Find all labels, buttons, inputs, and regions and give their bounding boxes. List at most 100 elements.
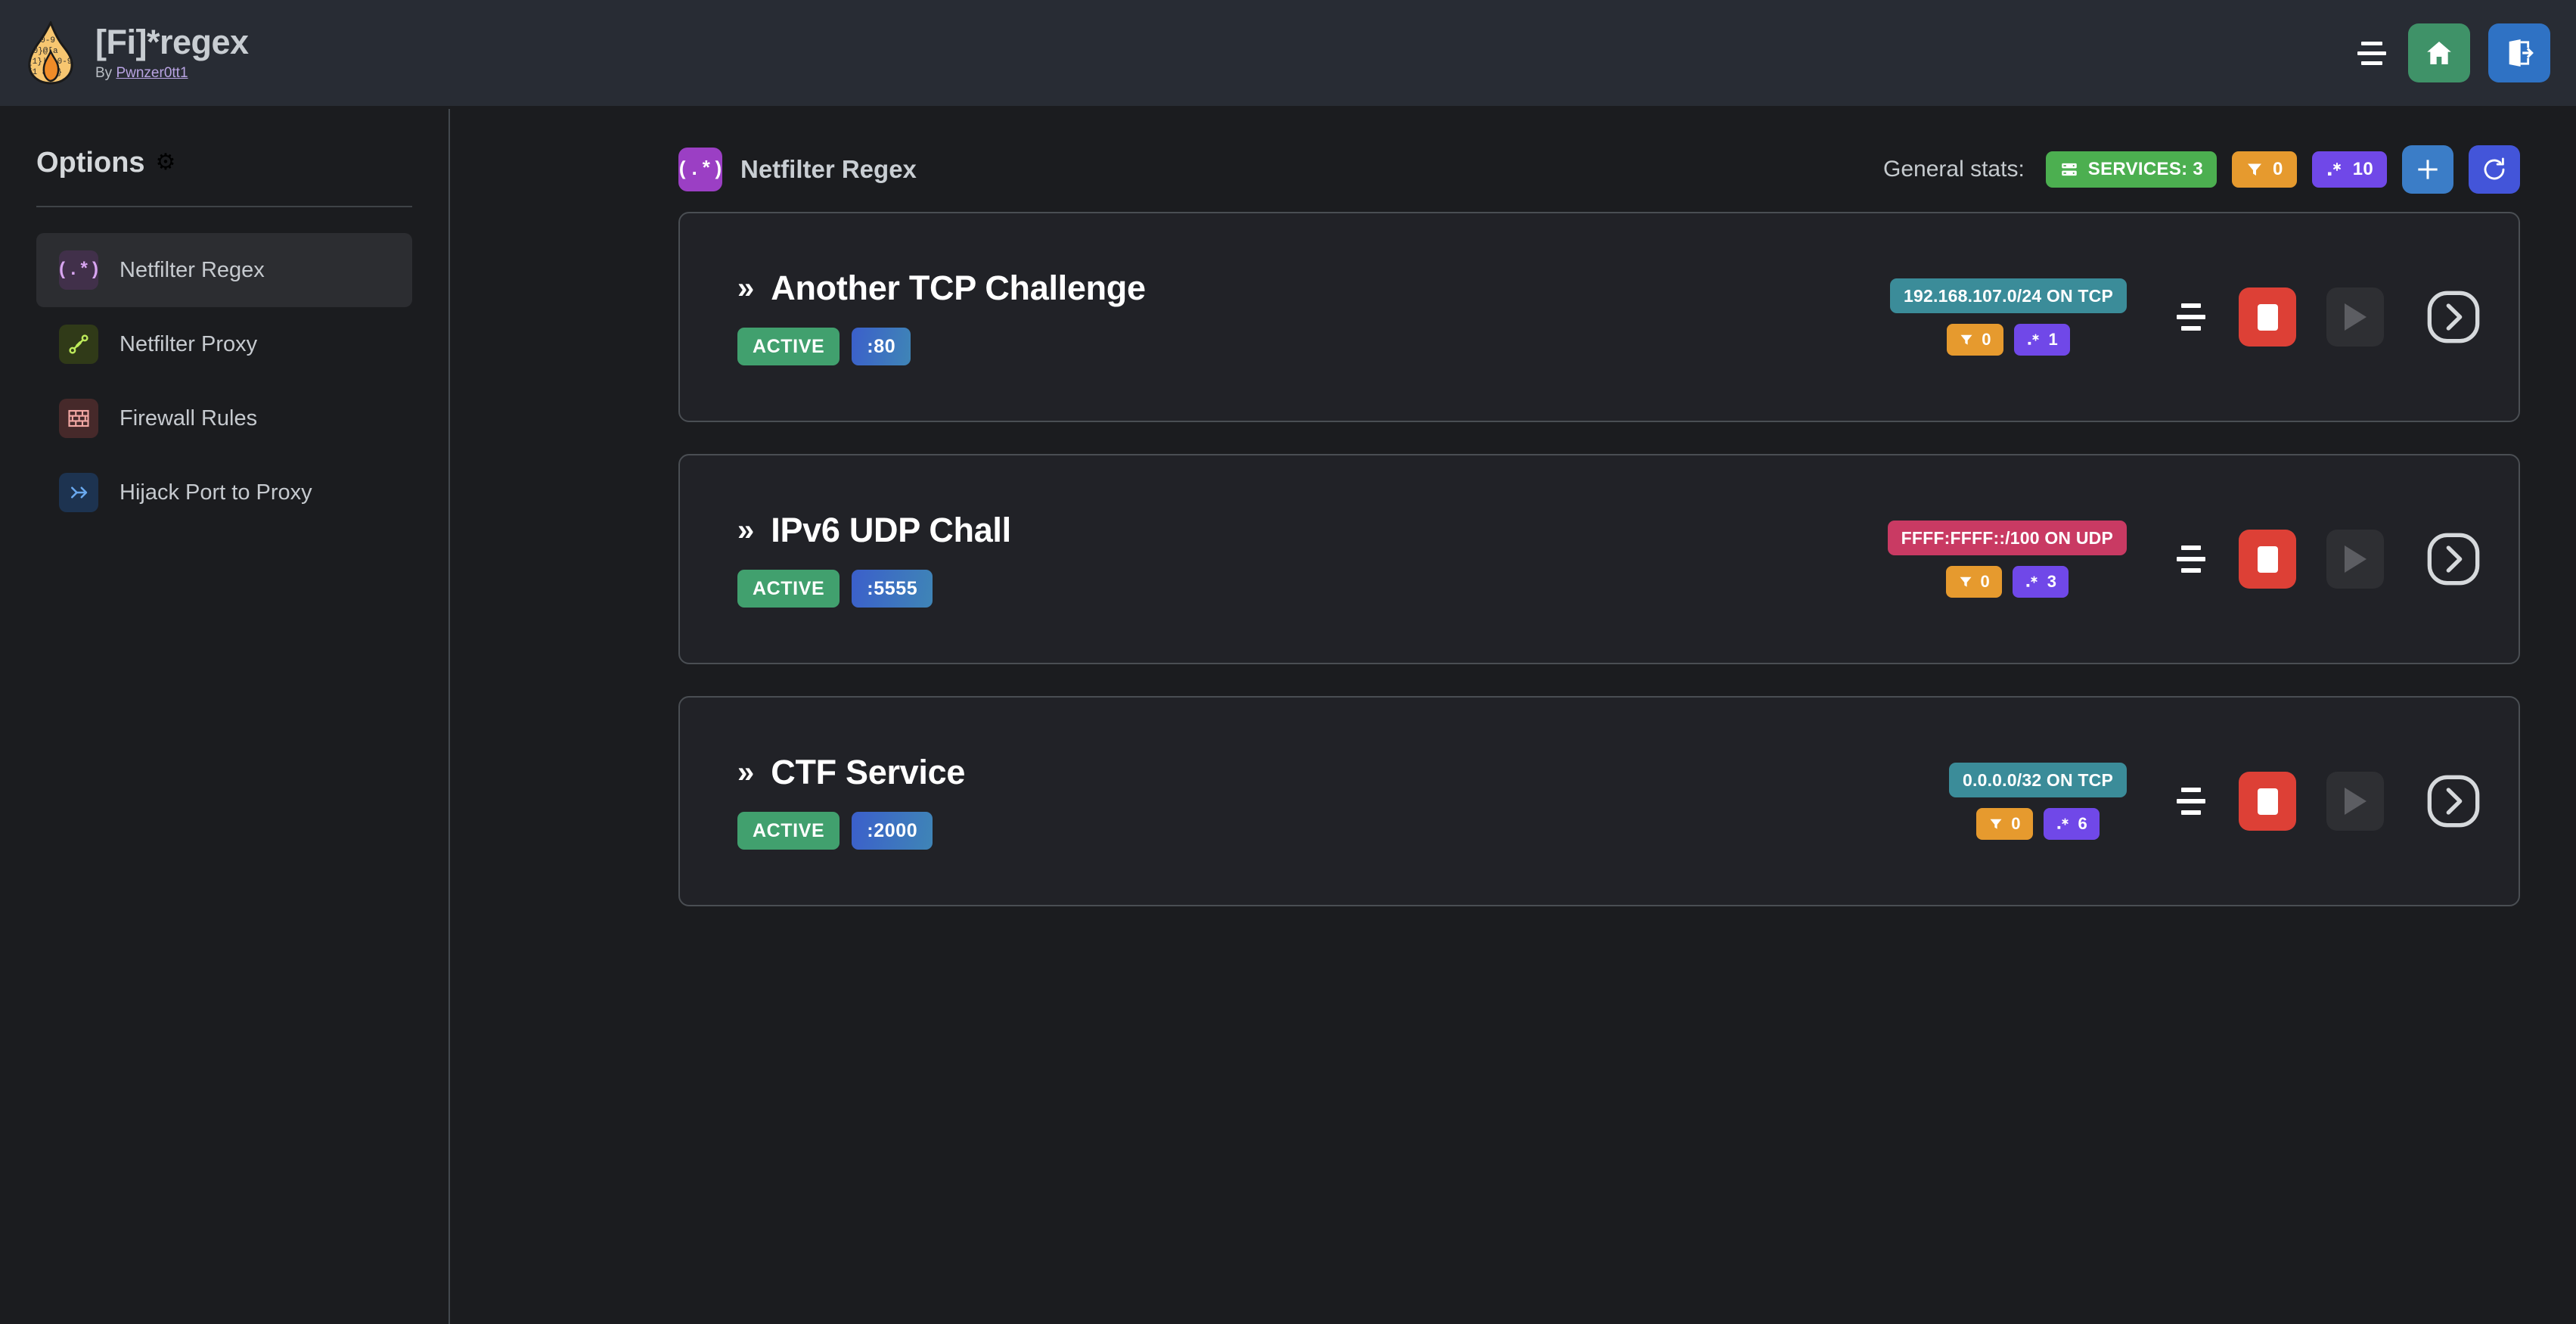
service-regexes-badge[interactable]: 3 [2012, 566, 2069, 598]
service-counters: 0 1 [1947, 324, 2070, 356]
regex-icon: (.*) [57, 250, 101, 290]
refresh-icon [2484, 157, 2505, 180]
service-card[interactable]: » Another TCP Challenge ACTIVE :80 192.1… [678, 212, 2520, 422]
app-title: [Fi]*regex [95, 23, 249, 62]
service-regexes-count: 6 [2078, 814, 2087, 833]
service-card-info: » Another TCP Challenge ACTIVE :80 [737, 269, 1146, 365]
logout-button[interactable] [2488, 23, 2550, 82]
stop-button[interactable] [2239, 287, 2296, 347]
sidebar-heading: Options [36, 146, 145, 179]
service-filters-count: 0 [2011, 814, 2021, 833]
sidebar-nav: (.*) Netfilter Regex Netfilter Proxy [0, 233, 448, 530]
service-filters-badge[interactable]: 0 [1947, 324, 2003, 356]
plus-icon [2418, 160, 2438, 179]
service-regexes-count: 3 [2047, 572, 2057, 591]
service-tags: ACTIVE :2000 [737, 812, 965, 850]
stop-button[interactable] [2239, 772, 2296, 831]
service-card-info: » CTF Service ACTIVE :2000 [737, 753, 965, 850]
service-card-controls: 0.0.0.0/32 ON TCP 0 [1949, 763, 2484, 840]
service-details-button[interactable] [2423, 529, 2484, 589]
service-title-row: » IPv6 UDP Chall [737, 511, 1011, 550]
service-regexes-count: 1 [2048, 330, 2058, 349]
proxy-plug-icon [59, 325, 98, 364]
service-network-info: 0.0.0.0/32 ON TCP 0 [1949, 763, 2127, 840]
chevron-right-icon [2427, 291, 2480, 343]
double-chevron-icon: » [737, 514, 755, 547]
sidebar-item-firewall-rules[interactable]: Firewall Rules [36, 381, 412, 455]
service-counters: 0 6 [1976, 808, 2100, 840]
author-prefix: By [95, 64, 113, 81]
home-button[interactable] [2408, 23, 2470, 82]
double-chevron-icon: » [737, 272, 755, 305]
regex-icon [2028, 334, 2039, 345]
stop-icon [2257, 545, 2278, 573]
filter-icon [1960, 577, 1972, 587]
general-stats-label: General stats: [1883, 157, 2025, 182]
status-badge: ACTIVE [737, 570, 840, 608]
svg-text:-z0-9: -z0-9 [30, 36, 55, 45]
service-card[interactable]: » IPv6 UDP Chall ACTIVE :5555 FFFF:FFFF:… [678, 454, 2520, 664]
sidebar-item-hijack-port-to-proxy[interactable]: Hijack Port to Proxy [36, 455, 412, 530]
gear-icon: ⚙ [155, 150, 176, 175]
service-filters-badge[interactable]: 0 [1945, 566, 2002, 598]
filter-icon [2248, 163, 2262, 176]
drag-handle-icon[interactable] [2174, 779, 2208, 824]
service-name: IPv6 UDP Chall [771, 511, 1011, 549]
sidebar-item-label: Firewall Rules [119, 406, 258, 430]
services-list: » Another TCP Challenge ACTIVE :80 192.1… [452, 212, 2576, 906]
service-details-button[interactable] [2423, 287, 2484, 347]
network-badge: 192.168.107.0/24 ON TCP [1890, 278, 2127, 313]
services-badge[interactable]: SERVICES: 3 [2045, 151, 2218, 188]
service-counters: 0 3 [1945, 566, 2069, 598]
service-regexes-badge[interactable]: 1 [2013, 324, 2070, 356]
service-name: Another TCP Challenge [771, 269, 1146, 307]
brick-wall-icon [59, 399, 98, 438]
service-name: CTF Service [771, 753, 966, 791]
stop-button[interactable] [2239, 530, 2296, 589]
port-badge: :5555 [852, 570, 933, 608]
service-title-row: » Another TCP Challenge [737, 269, 1146, 308]
filters-badge[interactable]: 0 [2232, 151, 2297, 188]
add-service-button[interactable] [2402, 145, 2453, 194]
page-title: Netfilter Regex [740, 155, 917, 183]
network-badge: FFFF:FFFF::/100 ON UDP [1887, 521, 2127, 555]
play-button [2326, 287, 2384, 347]
service-filters-badge[interactable]: 0 [1976, 808, 2033, 840]
server-icon [2062, 163, 2077, 176]
sidebar-header: Options ⚙ [0, 136, 448, 189]
service-filters-count: 0 [1982, 330, 1991, 349]
sidebar-item-label: Netfilter Proxy [119, 331, 258, 356]
service-regexes-badge[interactable]: 6 [2043, 808, 2100, 840]
play-button [2326, 530, 2384, 589]
status-badge: ACTIVE [737, 812, 840, 850]
stop-icon [2257, 303, 2278, 331]
service-network-info: 192.168.107.0/24 ON TCP 0 [1890, 278, 2127, 356]
service-card[interactable]: » CTF Service ACTIVE :2000 0.0.0.0/32 ON… [678, 696, 2520, 906]
sidebar-item-netfilter-regex[interactable]: (.*) Netfilter Regex [36, 233, 412, 307]
status-badge: ACTIVE [737, 328, 840, 365]
brand: -z0-9 20}@[a {1}|[.0-9] {1 a-z} [Fi]*reg… [0, 20, 249, 85]
sidebar-item-netfilter-proxy[interactable]: Netfilter Proxy [36, 307, 412, 381]
play-icon [2344, 303, 2367, 331]
service-tags: ACTIVE :80 [737, 328, 1146, 365]
services-badge-label: SERVICES: 3 [2087, 159, 2204, 179]
regexes-badge[interactable]: 10 [2311, 151, 2387, 188]
port-badge: :80 [852, 328, 911, 365]
service-card-info: » IPv6 UDP Chall ACTIVE :5555 [737, 511, 1011, 608]
refresh-button[interactable] [2469, 145, 2520, 194]
service-details-button[interactable] [2423, 771, 2484, 831]
hamburger-menu-icon[interactable] [2354, 35, 2390, 71]
sidebar-item-label: Netfilter Regex [119, 257, 265, 282]
drag-handle-icon[interactable] [2174, 536, 2208, 582]
sidebar-divider [36, 206, 412, 207]
top-bar: -z0-9 20}@[a {1}|[.0-9] {1 a-z} [Fi]*reg… [0, 0, 2576, 107]
service-card-controls: FFFF:FFFF::/100 ON UDP 0 [1887, 521, 2484, 598]
regex-icon [2057, 818, 2069, 829]
service-title-row: » CTF Service [737, 753, 965, 792]
chevron-right-icon [2427, 775, 2480, 828]
author-link[interactable]: Pwnzer0tt1 [116, 64, 188, 81]
drag-handle-icon[interactable] [2174, 294, 2208, 340]
page-header: (.*) Netfilter Regex General stats: SERV… [452, 145, 2576, 194]
route-fork-icon [59, 473, 98, 512]
main-content: (.*) Netfilter Regex General stats: SERV… [452, 109, 2576, 1324]
